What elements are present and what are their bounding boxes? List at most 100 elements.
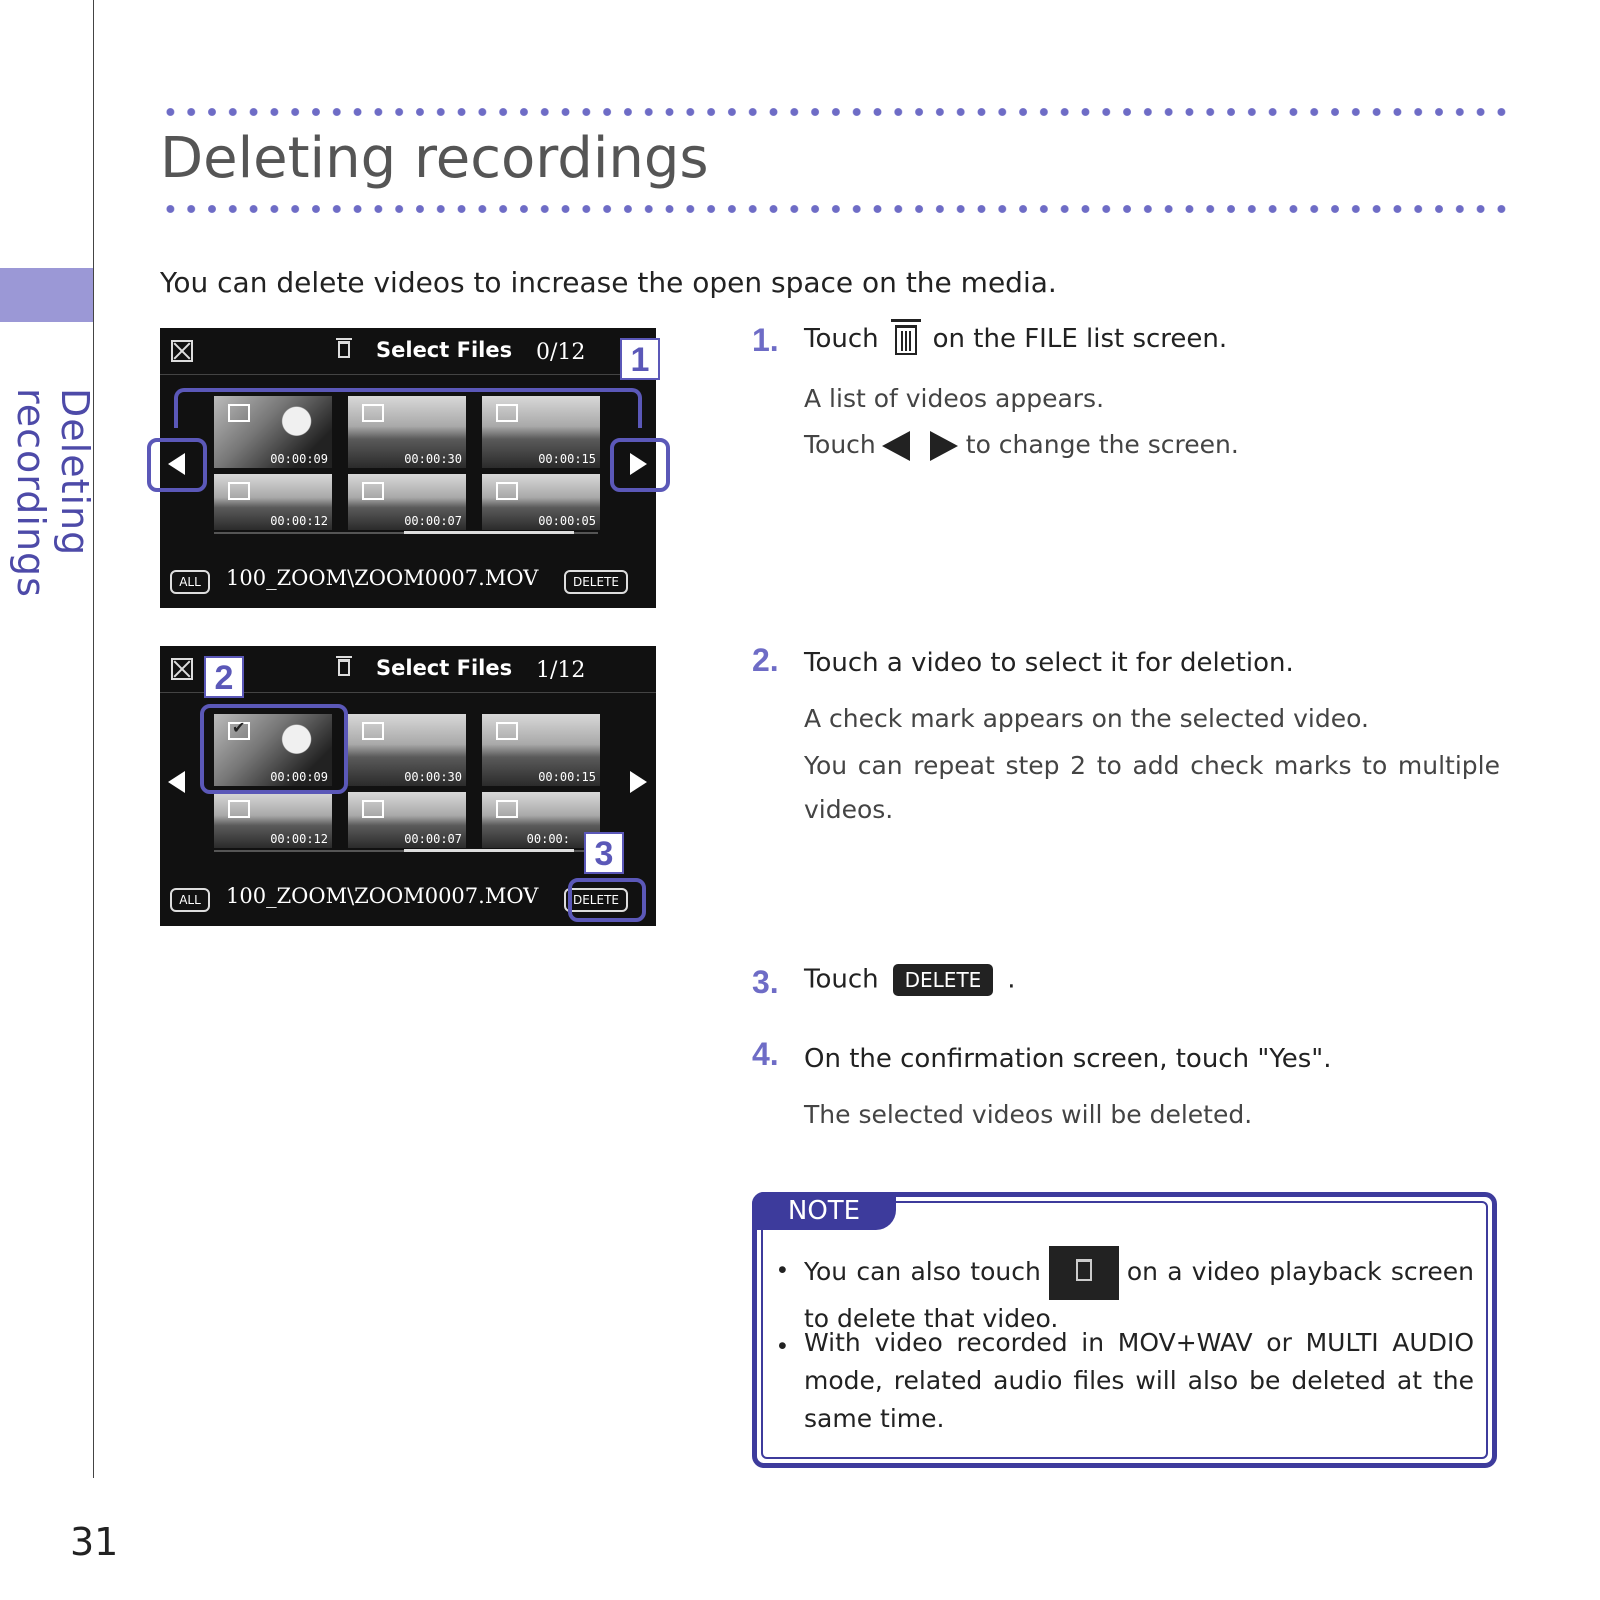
step-1-text-a: Touch [804, 324, 879, 354]
timecode: 00:00:30 [404, 770, 462, 784]
delete-button[interactable]: DELETE [564, 888, 628, 912]
screen-header: Select Files 1/12 [160, 646, 656, 693]
arrow-left-icon[interactable] [168, 453, 185, 475]
trash-icon [336, 338, 352, 358]
video-thumbnail[interactable]: 00:00:12 [214, 792, 332, 848]
delete-button-icon: DELETE [892, 964, 994, 996]
checkbox-checked[interactable] [228, 718, 250, 740]
scrollbar[interactable] [214, 531, 598, 534]
step-1-number: 1. [752, 322, 779, 358]
checkbox[interactable] [362, 800, 384, 818]
screen-title: Select Files [376, 338, 513, 362]
note-item-1-b: on a video playback screen to delete tha… [804, 1257, 1474, 1333]
step-4-sub-1: The selected videos will be deleted. [804, 1100, 1253, 1129]
arrow-right-icon[interactable] [630, 771, 647, 793]
right-triangle-icon [929, 431, 958, 461]
all-button[interactable]: ALL [170, 888, 210, 912]
side-tab [0, 268, 93, 322]
video-thumbnail[interactable]: 00:00:09 [214, 714, 332, 786]
close-icon[interactable] [171, 658, 193, 680]
callout-2: 2 [204, 656, 244, 698]
checkbox[interactable] [496, 800, 518, 818]
timecode: 00:00:07 [404, 514, 462, 528]
step-4-text: On the confirmation screen, touch "Yes". [804, 1044, 1332, 1074]
arrow-right-icon[interactable] [630, 453, 647, 475]
intro-text: You can delete videos to increase the op… [160, 266, 1057, 299]
title-dotted-rule-top [160, 107, 1512, 117]
checkbox[interactable] [496, 482, 518, 500]
video-thumbnail[interactable]: 00:00: [482, 792, 600, 848]
checkbox[interactable] [362, 482, 384, 500]
checkbox[interactable] [228, 482, 250, 500]
video-thumbnail[interactable]: 00:00:30 [348, 396, 466, 468]
step-3-text-a: Touch [804, 964, 879, 995]
video-thumbnail[interactable]: 00:00:09 [214, 396, 332, 468]
step-4-number: 4. [752, 1036, 779, 1072]
all-button[interactable]: ALL [170, 570, 210, 594]
step-3-text-b: . [1007, 964, 1016, 995]
screen-title: Select Files [376, 656, 513, 680]
video-thumbnail[interactable]: 00:00:07 [348, 474, 466, 530]
timecode: 00:00:09 [270, 770, 328, 784]
checkbox[interactable] [228, 800, 250, 818]
note-item-2: With video recorded in MOV+WAV or MULTI … [804, 1328, 1474, 1433]
timecode: 00:00:09 [270, 452, 328, 466]
left-triangle-icon [881, 431, 910, 461]
step-2-sub-1: A check mark appears on the selected vid… [804, 704, 1369, 733]
selection-count: 0/12 [536, 340, 586, 365]
step-3-text: Touch DELETE. [804, 964, 1016, 996]
checkbox[interactable] [362, 404, 384, 422]
step-1-text-b: on the FILE list screen. [932, 324, 1228, 354]
video-thumbnail[interactable]: 00:00:15 [482, 714, 600, 786]
checkbox[interactable] [228, 404, 250, 422]
step-1-text: Touch on the FILE list screen. [804, 318, 1228, 355]
side-rule [93, 0, 94, 1478]
step-1-sub-1: A list of videos appears. [804, 384, 1105, 413]
checkbox[interactable] [496, 722, 518, 740]
arrow-left-icon[interactable] [168, 771, 185, 793]
video-thumbnail[interactable]: 00:00:07 [348, 792, 466, 848]
video-thumbnail[interactable]: 00:00:15 [482, 396, 600, 468]
note-label: NOTE [752, 1192, 896, 1230]
timecode: 00:00:12 [270, 514, 328, 528]
note-inner-border [761, 1201, 1488, 1459]
title-dotted-rule-bottom [160, 204, 1512, 214]
delete-button[interactable]: DELETE [564, 570, 628, 594]
trash-icon [890, 318, 921, 355]
page-arrows-highlight-bracket [174, 388, 642, 428]
timecode: 00:00:15 [538, 452, 596, 466]
checkbox[interactable] [362, 722, 384, 740]
step-1-sub-2b: to change the screen. [965, 430, 1239, 459]
timecode: 00:00:30 [404, 452, 462, 466]
file-path: 100_ZOOM\ZOOM0007.MOV [226, 884, 539, 908]
note-box [752, 1192, 1497, 1468]
page-number: 31 [70, 1520, 119, 1564]
timecode: 00:00:05 [538, 514, 596, 528]
delete-button-highlight [568, 878, 646, 922]
timecode: 00:00:12 [270, 832, 328, 846]
timecode: 00:00:07 [404, 832, 462, 846]
page-title: Deleting recordings [160, 126, 709, 191]
checkbox[interactable] [496, 404, 518, 422]
side-section-label: Deleting recordings [9, 388, 97, 598]
step-2-sub-2: You can repeat step 2 to add check marks… [804, 751, 1500, 824]
note-item-1-a: You can also touch [804, 1257, 1041, 1286]
step-2-text: Touch a video to select it for deletion. [804, 648, 1294, 678]
close-icon[interactable] [171, 340, 193, 362]
selection-count: 1/12 [536, 658, 586, 683]
selected-video-highlight [200, 704, 348, 794]
step-2-number: 2. [752, 642, 779, 678]
video-thumbnail[interactable]: 00:00:12 [214, 474, 332, 530]
scrollbar[interactable] [214, 849, 598, 852]
video-thumbnail[interactable]: 00:00:05 [482, 474, 600, 530]
trash-icon [336, 656, 352, 676]
right-arrow-highlight [610, 438, 670, 492]
callout-1: 1 [620, 338, 660, 380]
video-thumbnail[interactable]: 00:00:30 [348, 714, 466, 786]
timecode: 00:00: [526, 832, 570, 846]
callout-3: 3 [584, 832, 624, 874]
screen-header: Select Files 0/12 [160, 328, 656, 375]
bullet: • [778, 1256, 787, 1284]
